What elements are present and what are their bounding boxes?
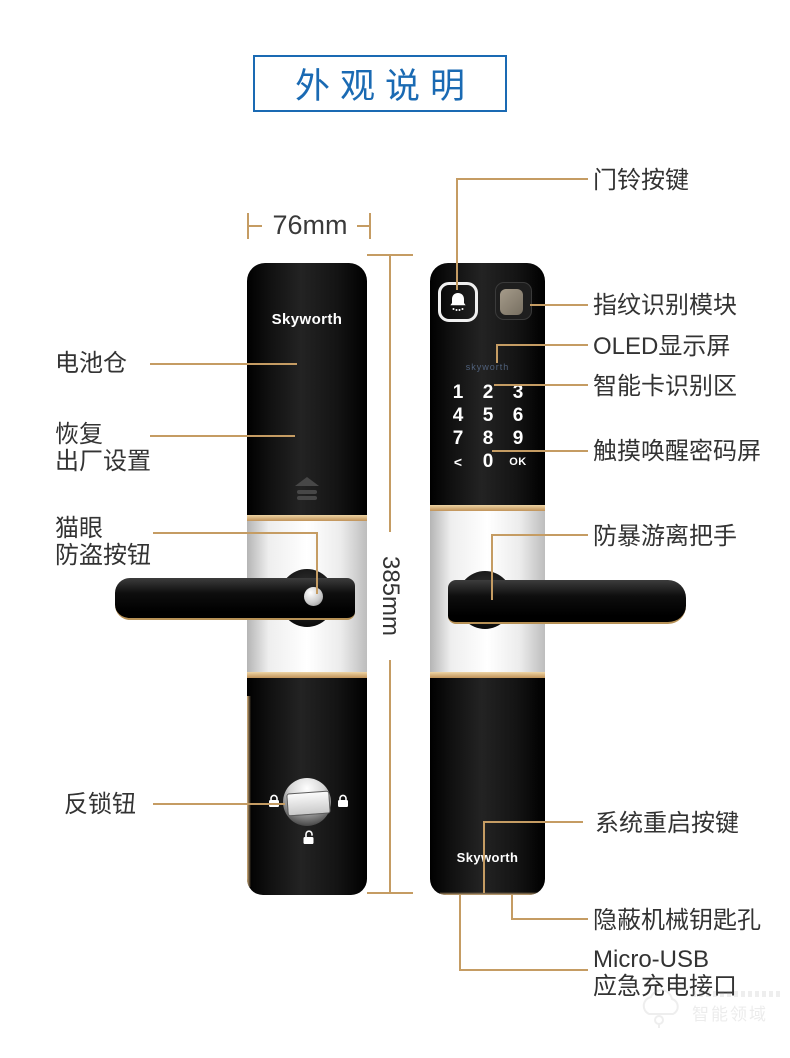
battery-cover-eject-icon — [295, 477, 319, 500]
callout-restart-h — [483, 821, 583, 823]
callout-deadbolt — [153, 803, 285, 805]
callout-smartcard — [494, 384, 588, 386]
title-box: 外观说明 — [253, 55, 507, 112]
callout-peephole-h — [153, 532, 318, 534]
callout-fingerprint — [530, 304, 588, 306]
unlocked-icon-bottom — [303, 830, 314, 844]
right-lock-bottom-panel: Skyworth — [430, 678, 545, 895]
peephole-antitheft-button — [304, 587, 323, 606]
factory-reset-label: 恢复 出厂设置 — [55, 421, 151, 475]
callout-touchwake — [492, 450, 588, 452]
deadbolt-thumbturn — [286, 790, 331, 817]
watermark: 智能领域 — [636, 986, 780, 1030]
dim-width-tick-left — [247, 213, 249, 239]
callout-keyhole-v — [511, 895, 513, 920]
callout-battery — [150, 363, 297, 365]
peephole-label: 猫眼 防盗按钮 — [55, 515, 151, 569]
callout-oled-v — [496, 344, 498, 363]
callout-handle-h — [491, 534, 588, 536]
restart-label: 系统重启按键 — [595, 810, 739, 837]
key-ok: OK — [509, 455, 527, 468]
deadbolt-label: 反锁钮 — [64, 791, 136, 818]
dim-width-stub-left — [249, 225, 262, 227]
dim-height-line-bottom — [389, 660, 391, 893]
password-keypad: 1 2 3 4 5 6 7 8 9 < 0 OK — [443, 381, 533, 475]
key-1: 1 — [452, 381, 464, 403]
doorbell-button — [438, 282, 478, 322]
fingerprint-module — [495, 282, 532, 320]
left-lock-side-edge — [247, 696, 251, 887]
doorbell-bell-icon — [450, 293, 466, 311]
locked-icon-right — [338, 794, 348, 807]
dim-width-stub-right — [357, 225, 370, 227]
key-0: 0 — [482, 450, 494, 472]
callout-usb-v — [459, 895, 461, 971]
key-8: 8 — [482, 427, 494, 449]
key-7: 7 — [452, 427, 464, 449]
dim-height-label: 385mm — [377, 555, 404, 637]
left-lock-gold-trim-top — [247, 515, 367, 521]
dim-height-tick-bottom — [367, 892, 413, 894]
key-5: 5 — [482, 404, 494, 426]
key-6: 6 — [512, 404, 524, 426]
key-back: < — [453, 453, 463, 470]
usb-label: Micro-USB 应急充电接口 — [593, 946, 737, 1000]
key-2: 2 — [482, 381, 494, 403]
key-9: 9 — [512, 427, 524, 449]
callout-oled-h — [496, 344, 588, 346]
right-door-handle — [448, 580, 686, 624]
handle-label: 防暴游离把手 — [593, 523, 737, 550]
page-title: 外观说明 — [294, 67, 475, 106]
keyhole-label: 隐蔽机械钥匙孔 — [593, 907, 761, 934]
fingerprint-label: 指纹识别模块 — [593, 292, 737, 319]
callout-reset — [150, 435, 295, 437]
locked-icon-left — [269, 794, 279, 807]
fingerprint-sensor-window — [500, 289, 523, 315]
callout-restart-v — [483, 821, 485, 893]
watermark-cloud-icon — [642, 989, 679, 1028]
callout-handle-v — [491, 534, 493, 600]
left-lock-brand-logo: Skyworth — [271, 311, 343, 328]
left-lock-gold-trim-bottom — [247, 672, 367, 678]
battery-label: 电池仓 — [55, 350, 127, 377]
key-4: 4 — [452, 404, 464, 426]
key-3: 3 — [512, 381, 524, 403]
left-lock-top-panel: Skyworth — [247, 263, 367, 515]
right-lock-gold-trim-top — [430, 505, 545, 511]
oled-screen-brand-text: skyworth — [465, 362, 510, 372]
callout-keyhole-h — [511, 918, 588, 920]
smartcard-label: 智能卡识别区 — [593, 373, 737, 400]
watermark-text: 智能领域 — [692, 1005, 768, 1024]
doorbell-label: 门铃按键 — [593, 167, 689, 194]
callout-usb-h — [459, 969, 588, 971]
dim-width-tick-right — [369, 213, 371, 239]
oled-label: OLED显示屏 — [593, 333, 731, 360]
touchwake-label: 触摸唤醒密码屏 — [593, 438, 761, 465]
dim-height-line-top — [389, 255, 391, 532]
callout-peephole-v — [316, 532, 318, 594]
right-lock-brand-logo: Skyworth — [456, 850, 519, 865]
callout-doorbell-v — [456, 178, 458, 290]
right-lock-bottom-edge — [440, 892, 539, 895]
right-lock-gold-trim-mid — [430, 672, 545, 678]
dim-width-label: 76mm — [272, 210, 348, 240]
watermark-url-line — [692, 991, 780, 997]
callout-doorbell-h — [456, 178, 588, 180]
